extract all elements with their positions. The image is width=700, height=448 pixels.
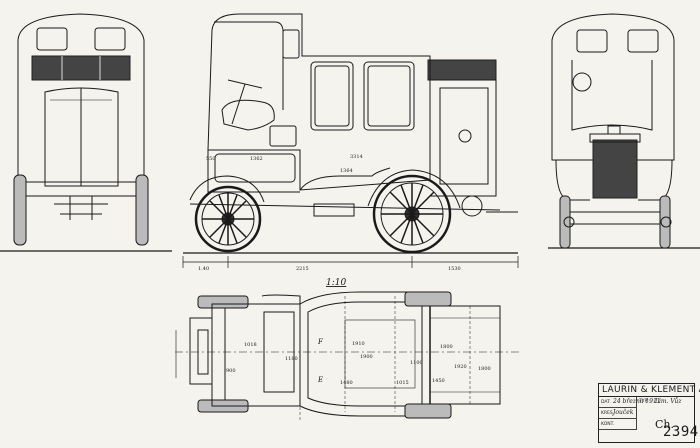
dim-side-4: 550 xyxy=(206,156,216,162)
title-block-row-date: DAT. xyxy=(599,397,637,408)
dim-overall-1: 1.40 xyxy=(198,266,209,272)
title-block-typ-label: TYP: xyxy=(639,399,649,404)
dim-plan-11: 1100 xyxy=(410,360,423,366)
overall-dimension-line xyxy=(182,256,519,268)
plan-view xyxy=(175,291,520,420)
dim-plan-6: 1480 xyxy=(340,380,353,386)
title-block-rows: DAT. KRES. KONT. xyxy=(599,397,637,430)
dim-side-2: 3314 xyxy=(350,154,363,160)
dim-plan-12: 1800 xyxy=(478,366,491,372)
title-block: LAURIN & KLEMENT A. S. DAT. KRES. KONT. … xyxy=(598,383,700,443)
dim-side-1: 1362 xyxy=(250,156,263,162)
dim-plan-5: 1900 xyxy=(360,354,373,360)
title-block-date-value: 24 března 1911 xyxy=(613,398,661,405)
front-view xyxy=(0,13,172,252)
dim-plan-2: 900 xyxy=(226,368,236,374)
dim-plan-4: 1800 xyxy=(440,344,453,350)
dim-plan-3: 1910 xyxy=(352,341,365,347)
dim-overall-2: 2215 xyxy=(296,266,309,272)
dim-side-3: 1364 xyxy=(340,168,353,174)
side-view-hatched-roof xyxy=(427,59,497,81)
view-label-f: F xyxy=(317,338,324,346)
side-view xyxy=(182,13,519,268)
title-block-typ-value: Lim. Vůz xyxy=(655,398,682,405)
dim-plan-10: 1920 xyxy=(454,364,467,370)
dim-plan-8: 1015 xyxy=(396,380,409,386)
title-block-drawing-number: 2394 xyxy=(663,424,699,440)
dim-plan-1: 1018 xyxy=(244,342,257,348)
dim-plan-7: 1180 xyxy=(285,356,298,362)
view-label-e: E xyxy=(317,376,323,384)
dim-overall-3: 1530 xyxy=(448,266,461,272)
title-block-row-checked: KONT. xyxy=(599,419,637,430)
dim-plan-9: 1450 xyxy=(432,378,445,384)
side-view-front-wheel xyxy=(194,185,262,253)
scale-label: 1:10 xyxy=(326,278,346,288)
title-block-row-drawn: KRES. xyxy=(599,408,637,419)
front-view-hatched-panel xyxy=(31,55,131,81)
side-view-rear-wheel xyxy=(372,174,452,254)
title-block-drawn-by: Jouček xyxy=(613,409,634,416)
title-block-maker: LAURIN & KLEMENT A. S. xyxy=(599,384,700,397)
title-block-ch-label: Ch. xyxy=(655,418,674,431)
rear-view xyxy=(548,13,700,249)
rear-view-radiator xyxy=(592,139,638,199)
